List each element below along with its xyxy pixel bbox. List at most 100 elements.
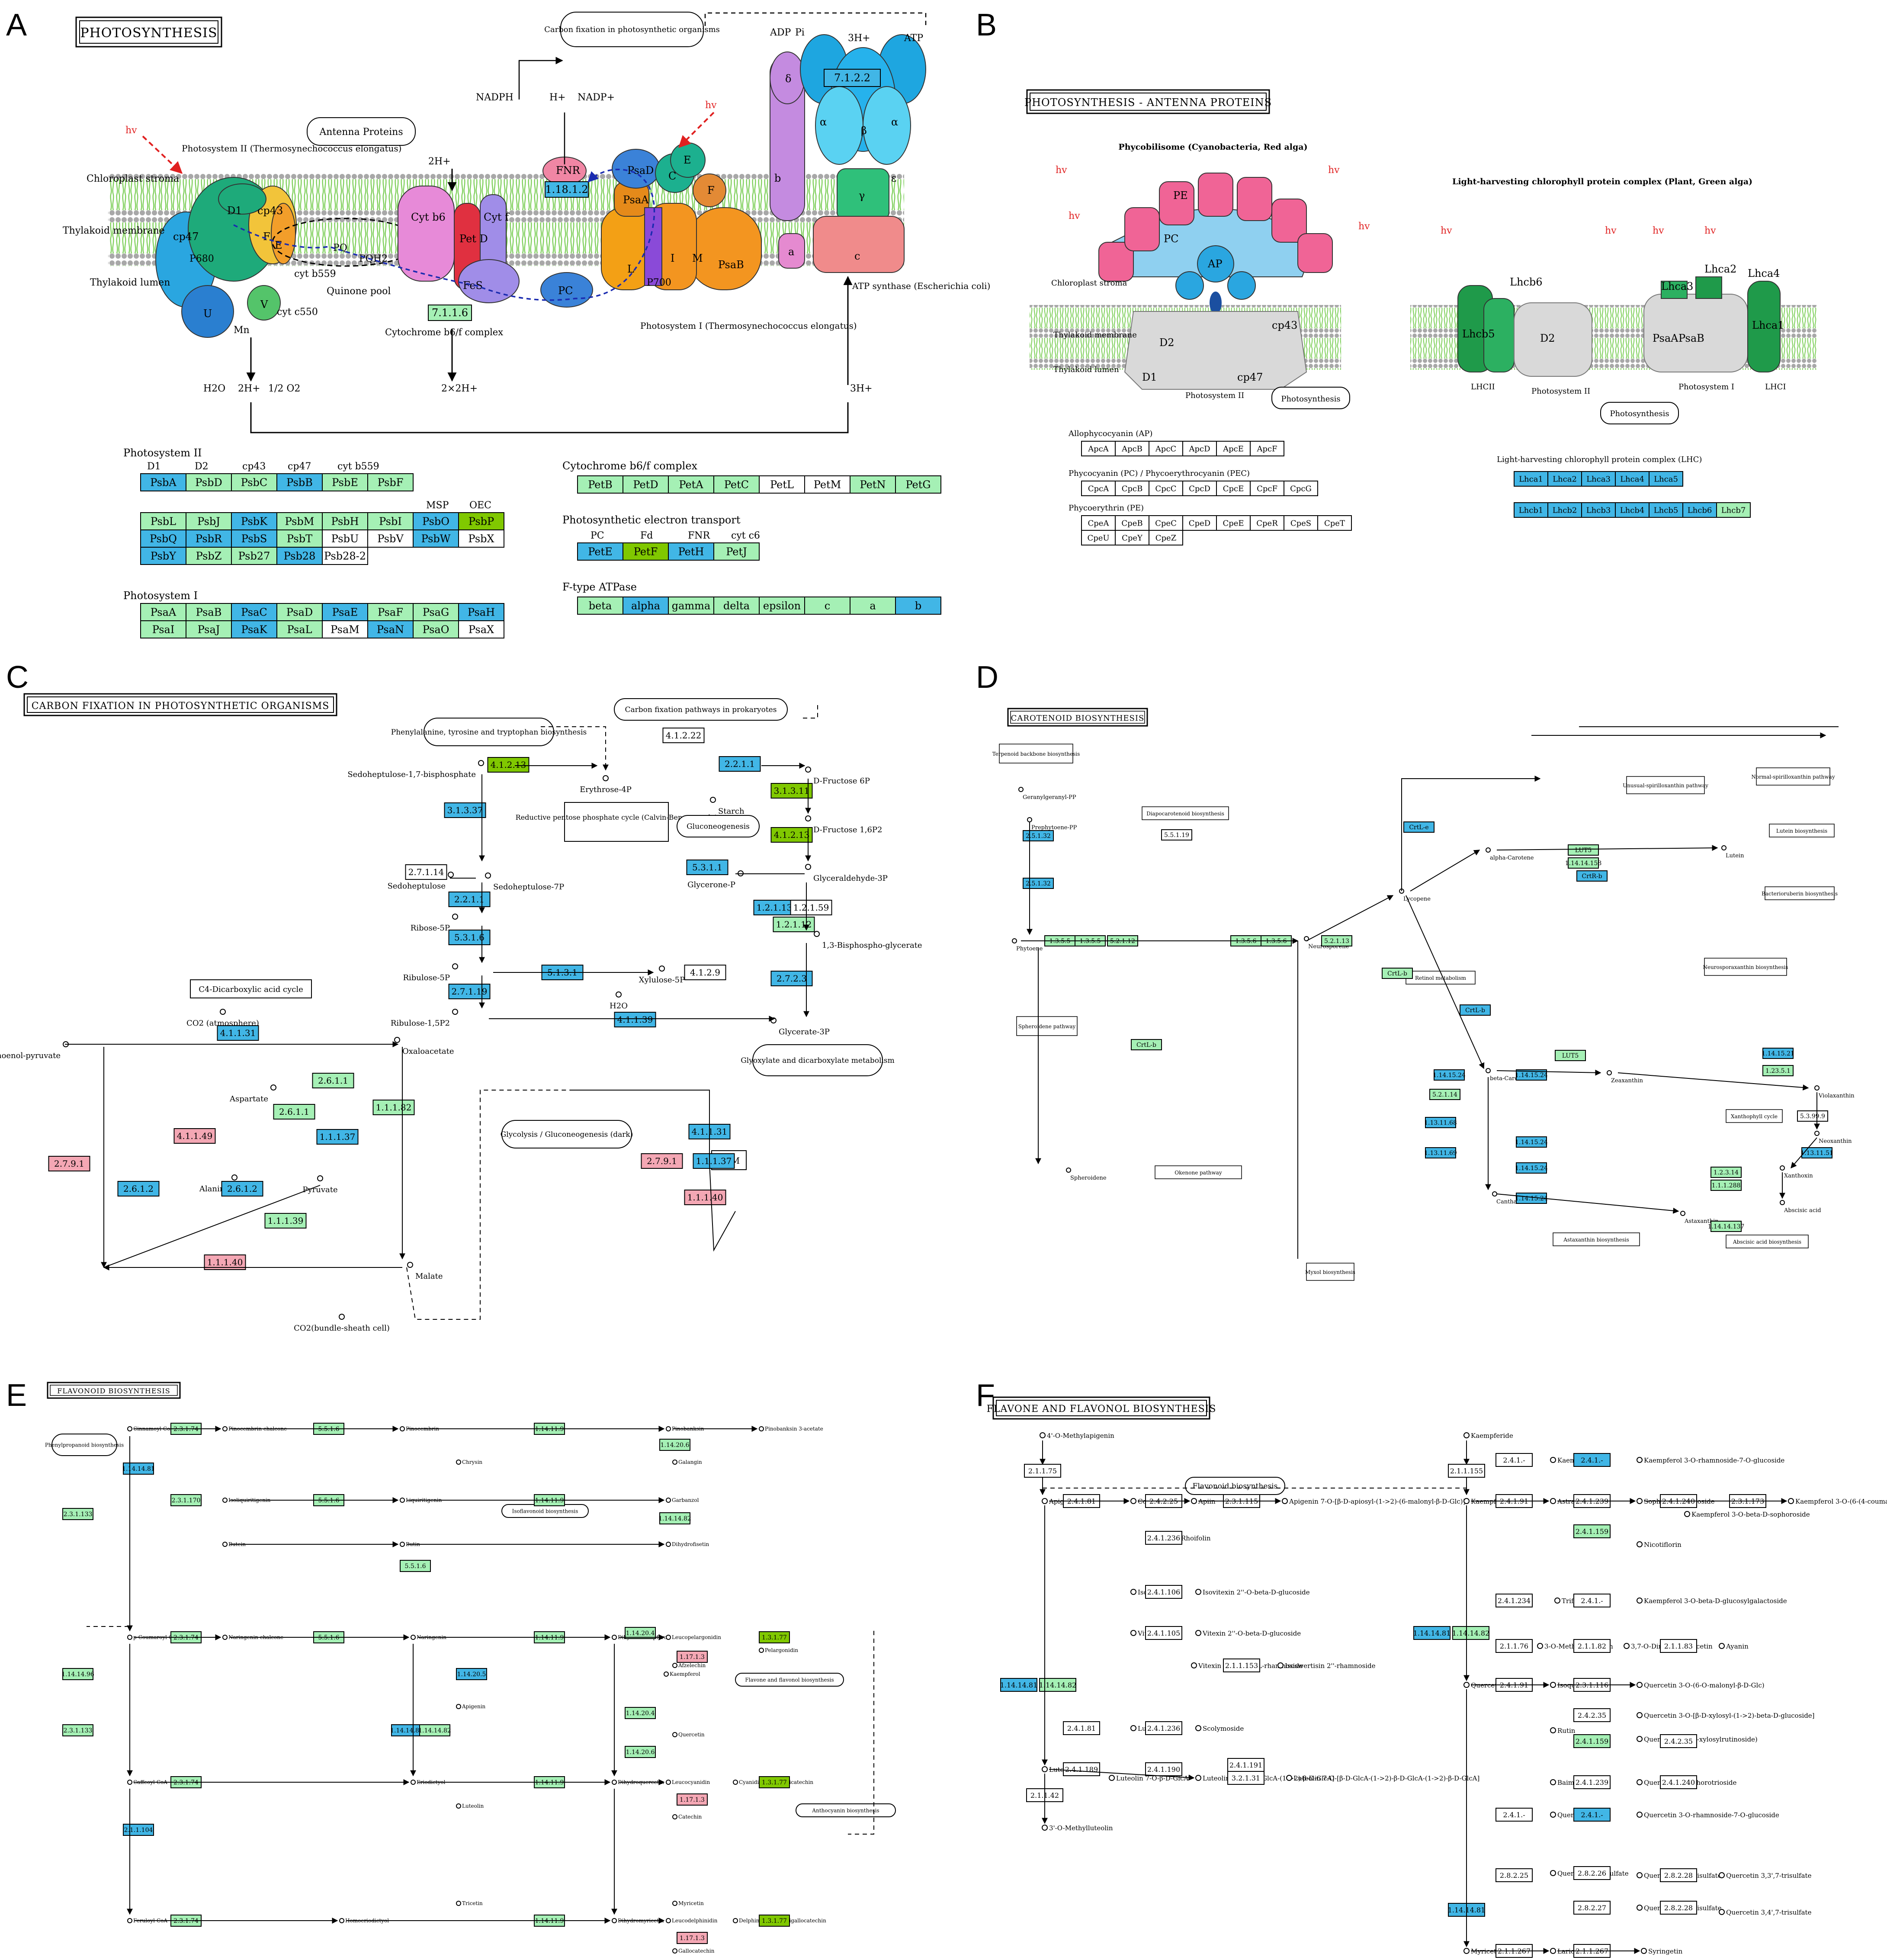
- gene-box-petf[interactable]: [623, 542, 669, 561]
- compound-node[interactable]: [1550, 1812, 1556, 1818]
- compound-node[interactable]: [666, 1426, 671, 1431]
- gene-box-petg[interactable]: [895, 475, 941, 494]
- gene-box-2-3-1-170[interactable]: [170, 1494, 202, 1506]
- gene-box-2-4-1[interactable]: [1573, 1453, 1611, 1467]
- compound-node[interactable]: [805, 864, 811, 870]
- compound-node[interactable]: [1550, 1498, 1556, 1504]
- gene-box-5-5-1-19[interactable]: [1161, 829, 1192, 840]
- carbon-fixation-link[interactable]: [560, 12, 704, 47]
- gene-box-psak[interactable]: [231, 620, 277, 638]
- gene-box-cpce[interactable]: [1216, 481, 1251, 496]
- gene-box-2-4-1-240[interactable]: [1660, 1775, 1697, 1789]
- compound-node[interactable]: [759, 1648, 764, 1653]
- gene-box-2-8-2-28[interactable]: [1660, 1901, 1697, 1915]
- map-link-gluconeogenesis[interactable]: [677, 815, 760, 837]
- gene-box-4-1-1-39[interactable]: [614, 1012, 656, 1027]
- gene-box-1-14-15-21[interactable]: [1762, 1048, 1794, 1059]
- gene-box-psbe[interactable]: [322, 473, 368, 491]
- gene-box-2-4-1-190[interactable]: [1145, 1762, 1182, 1776]
- gene-box-psbf[interactable]: [367, 473, 414, 491]
- gene-box-1-14-14-82[interactable]: [659, 1512, 690, 1524]
- compound-node[interactable]: [1637, 1779, 1643, 1785]
- gene-box-psbq[interactable]: [140, 529, 186, 548]
- map-link-glycolysis-gluconeogenesis-dark[interactable]: [501, 1120, 632, 1148]
- gene-box-psbh[interactable]: [322, 512, 368, 530]
- compound-node[interactable]: [452, 914, 458, 920]
- compound-node[interactable]: [1130, 1725, 1136, 1731]
- compound-node[interactable]: [1814, 1085, 1820, 1091]
- gene-box-2-4-1-81[interactable]: [1063, 1721, 1100, 1735]
- compound-node[interactable]: [485, 873, 491, 879]
- gene-box-2-6-1-2[interactable]: [221, 1181, 263, 1197]
- compound-node[interactable]: [672, 1732, 677, 1737]
- gene-box-1-14-20-6[interactable]: [659, 1439, 690, 1451]
- gene-box-psaa[interactable]: [140, 603, 186, 621]
- gene-box-apcc[interactable]: [1149, 441, 1183, 456]
- compound-node[interactable]: [1130, 1589, 1136, 1595]
- gene-box-1-14-15-24[interactable]: [1434, 1069, 1465, 1081]
- compound-node[interactable]: [1780, 1165, 1785, 1171]
- compound-node[interactable]: [666, 1498, 671, 1503]
- gene-box-1-14-14-158[interactable]: [1568, 857, 1599, 869]
- compound-node[interactable]: [1012, 938, 1017, 943]
- gene-box-cpeu[interactable]: [1081, 530, 1116, 545]
- gene-box-crtl-e[interactable]: [1403, 821, 1435, 833]
- gene-box-1-3-1-77[interactable]: [759, 1776, 790, 1788]
- gene-box-psbd[interactable]: [186, 473, 232, 491]
- gene-box-5-3-99-9[interactable]: [1797, 1110, 1828, 1122]
- compound-node[interactable]: [1286, 1775, 1292, 1781]
- gene-box-crtl-b[interactable]: [1460, 1004, 1491, 1016]
- compound-node[interactable]: [659, 966, 665, 972]
- compound-node[interactable]: [1637, 1498, 1643, 1504]
- compound-node[interactable]: [452, 963, 458, 969]
- gene-box-psbw[interactable]: [413, 529, 459, 548]
- gene-box-2-4-1-189[interactable]: [1063, 1762, 1100, 1776]
- compound-node[interactable]: [222, 1635, 228, 1640]
- gene-box-psbk[interactable]: [231, 512, 277, 530]
- gene-box-2-4-2-35[interactable]: [1573, 1708, 1611, 1722]
- compound-node[interactable]: [1130, 1498, 1136, 1504]
- compound-node[interactable]: [1463, 1498, 1470, 1504]
- gene-box-2-4-1-106[interactable]: [1145, 1585, 1182, 1599]
- compound-node[interactable]: [456, 1803, 461, 1809]
- gene-box-1-14-14-81[interactable]: [123, 1463, 154, 1475]
- compound-node[interactable]: [127, 1635, 132, 1640]
- gene-box-1-1-1-288[interactable]: [1710, 1180, 1742, 1191]
- gene-box-4-1-1-31[interactable]: [217, 1025, 259, 1041]
- gene-box-cpcf[interactable]: [1250, 481, 1284, 496]
- gene-box-gamma[interactable]: [668, 597, 714, 615]
- compound-node[interactable]: [1042, 1766, 1048, 1772]
- gene-box-2-7-9-1[interactable]: [641, 1153, 683, 1169]
- gene-box-2-1-1-83[interactable]: [1660, 1639, 1697, 1653]
- gene-box-psb28-2[interactable]: [322, 547, 368, 565]
- gene-box-cped[interactable]: [1182, 515, 1217, 531]
- map-link-myxol-biosynthesis[interactable]: [1306, 1263, 1354, 1281]
- compound-node[interactable]: [1680, 1211, 1685, 1216]
- gene-box-psbm[interactable]: [276, 512, 323, 530]
- gene-box-1-17-1-3[interactable]: [677, 1793, 708, 1806]
- gene-box-1-14-14-82[interactable]: [1039, 1678, 1076, 1692]
- compound-node[interactable]: [1637, 1598, 1643, 1604]
- gene-box-lhca3[interactable]: [1581, 471, 1616, 487]
- gene-box-2-3-1-133[interactable]: [62, 1724, 93, 1736]
- map-link-xanthophyll-cycle[interactable]: [1726, 1109, 1783, 1123]
- compound-node[interactable]: [1637, 1457, 1643, 1463]
- compound-node[interactable]: [805, 767, 811, 773]
- map-link-phenylpropanoid-biosynthesis[interactable]: [51, 1434, 117, 1456]
- compound-node[interactable]: [759, 1426, 764, 1431]
- photosynthesis-link-b1[interactable]: [1271, 387, 1350, 409]
- gene-box-2-4-1-159[interactable]: [1573, 1734, 1611, 1748]
- gene-box-petc[interactable]: [713, 475, 760, 494]
- compound-node[interactable]: [1637, 1812, 1643, 1818]
- compound-node[interactable]: [1027, 817, 1032, 822]
- compound-node[interactable]: [1550, 1948, 1556, 1954]
- gene-box-delta[interactable]: [713, 597, 760, 615]
- compound-node[interactable]: [672, 1663, 677, 1668]
- gene-box-psbr[interactable]: [186, 529, 232, 548]
- gene-box-beta[interactable]: [577, 597, 623, 615]
- gene-box-2-2-1-1[interactable]: [448, 892, 491, 907]
- gene-box-2-4-1-239[interactable]: [1573, 1775, 1611, 1789]
- compound-node[interactable]: [1637, 1682, 1643, 1688]
- gene-box-psbp[interactable]: [458, 512, 504, 530]
- compound-node[interactable]: [1637, 1872, 1643, 1878]
